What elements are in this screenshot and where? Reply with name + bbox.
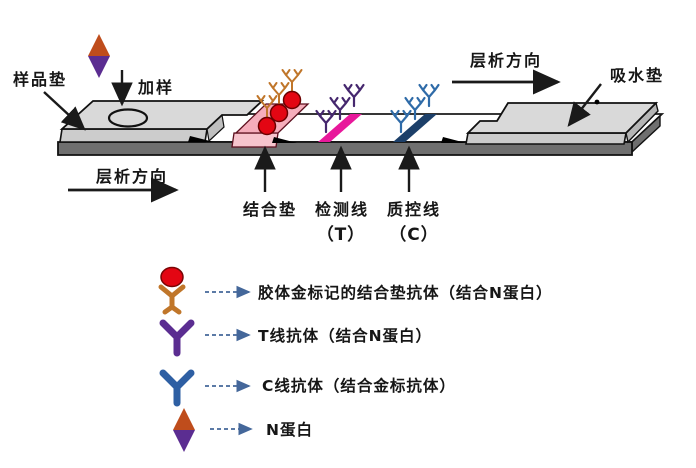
test-line-stripe [318,114,362,142]
shadow-wedge [272,137,297,143]
legend: 胶体金标记的结合垫抗体（结合N蛋白） T线抗体（结合N蛋白） C线抗体（结合金标… [158,266,552,452]
n-protein-sample-icon [88,34,110,78]
absorbent-pad [465,102,659,134]
control-line-stripe [393,114,437,142]
sample-pad-front [59,128,208,143]
gold-particle [257,116,277,136]
legend-tan-y [158,284,186,315]
pad-edge-mark [594,99,600,105]
sample-pad-pointer-arrow [43,91,86,131]
add-sample-label: 加样 [137,78,174,97]
control-line-label: 质控线 [387,200,441,219]
diamond-bottom [88,56,110,78]
flow-direction-left-label: 层析方向 [96,167,168,186]
conjugate-pad-front [231,132,279,148]
legend-gold-particle [160,266,184,288]
test-line-tag: （T） [317,224,366,245]
diamond-top [173,408,195,430]
absorbent-pad-pointer-arrow [567,83,602,127]
absorbent-pad-front [465,132,627,145]
gold-particles [257,90,302,136]
absorbent-pad-label: 吸水垫 [610,66,664,85]
legend-label-n-protein: N蛋白 [266,420,313,439]
diamond-top [88,34,110,56]
gold-particle [282,90,302,110]
legend-label-t-antibody: T线抗体（结合N蛋白） [258,326,432,345]
diamond-bottom [173,430,195,452]
legend-label-gold-antibody: 胶体金标记的结合垫抗体（结合N蛋白） [258,283,552,302]
n-protein-icon [173,408,195,452]
gold-particle [269,103,289,123]
shadow-wedge [188,136,214,142]
c-line-antibody-icon [159,369,195,407]
sample-well [107,108,149,128]
test-line-label: 检测线 [315,200,369,219]
t-line-antibody-icon [159,319,195,357]
shadow-wedge [441,137,466,143]
gold-labeled-conjugate-antibody-icon [158,266,186,315]
legend-label-c-antibody: C线抗体（结合金标抗体） [262,376,456,395]
control-line-tag: （C） [389,224,438,245]
flow-direction-right-label: 层析方向 [470,51,542,70]
arrows [43,69,602,203]
conjugate-pad-label: 结合垫 [242,200,297,219]
sample-pad-label: 样品垫 [13,70,67,89]
